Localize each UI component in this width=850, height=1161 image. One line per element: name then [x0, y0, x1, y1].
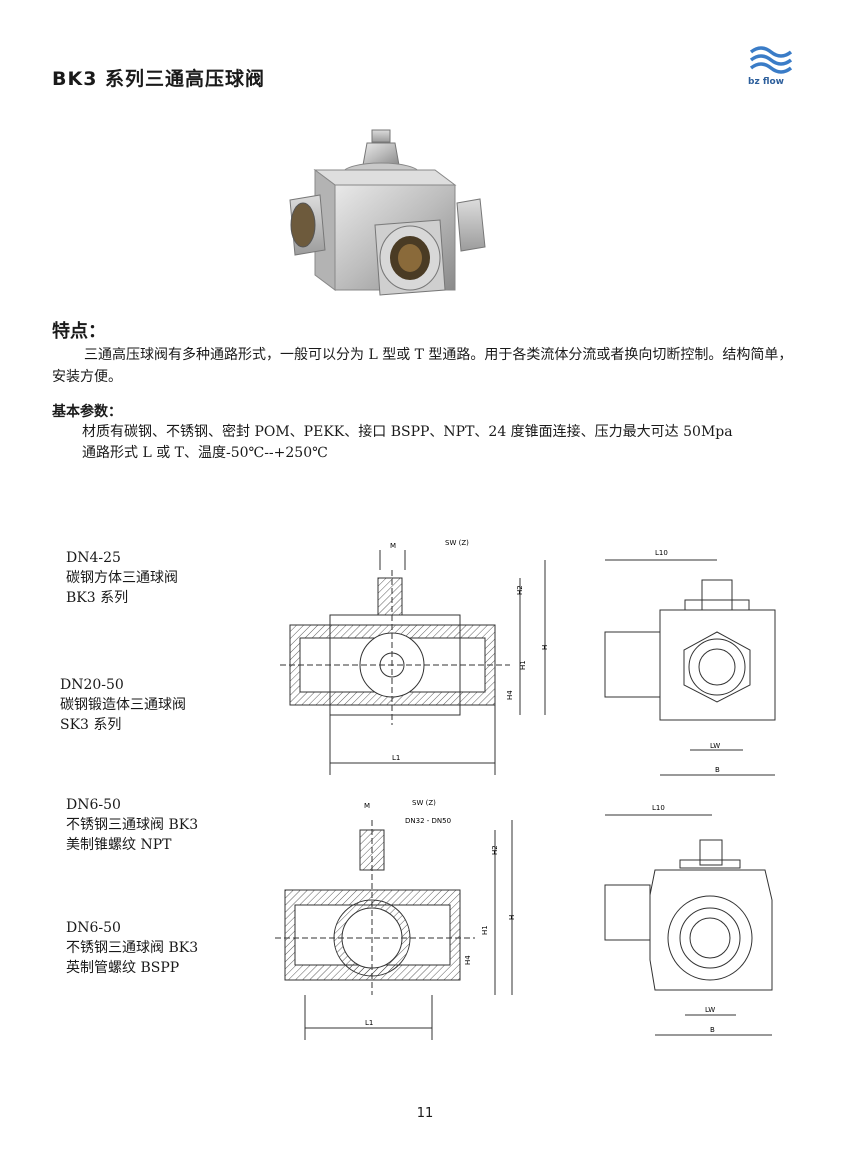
dim-l10: L10	[655, 549, 668, 557]
dim-h-2: H	[508, 915, 516, 920]
model-label: DN6-50 不锈钢三通球阀 BK3 英制管螺纹 BSPP	[66, 918, 198, 978]
technical-drawings: M SW (Z) H2 H H1 H4 L1 L10 LW B M SW (Z)…	[275, 539, 776, 1040]
dim-b: B	[715, 766, 720, 774]
dim-h4: H4	[506, 690, 514, 700]
dim-m: M	[390, 542, 396, 550]
dim-h4-2: H4	[464, 955, 472, 965]
label-line: 英制管螺纹 BSPP	[66, 960, 180, 976]
label-line: 不锈钢三通球阀 BK3	[66, 817, 199, 833]
page-title: BK3 系列三通高压球阀	[52, 68, 266, 90]
dim-l1-2: L1	[365, 1019, 373, 1027]
dim-sw-2: SW (Z)	[412, 799, 436, 807]
section-drawing-bottom	[275, 820, 513, 1040]
dim-h1: H1	[519, 660, 527, 670]
valve-photo	[289, 129, 486, 296]
label-line: BK3 系列	[66, 590, 129, 606]
param-line: 通路形式 L 或 T、温度-50℃--+250℃	[82, 445, 328, 461]
dim-h: H	[541, 645, 549, 650]
label-line: DN6-50	[66, 920, 121, 936]
side-view-top	[604, 559, 776, 776]
dim-dn-range: DN32 - DN50	[405, 817, 451, 825]
section-drawing-top	[280, 550, 546, 775]
params-heading: 基本参数：	[52, 404, 122, 420]
dim-b-2: B	[710, 1026, 715, 1034]
dim-h1-2: H1	[481, 925, 489, 935]
label-line: DN20-50	[60, 677, 124, 693]
label-line: DN6-50	[66, 797, 121, 813]
dim-l10-2: L10	[652, 804, 665, 812]
label-line: 不锈钢三通球阀 BK3	[66, 940, 199, 956]
dim-m-2: M	[364, 802, 370, 810]
wave-logo-icon: bz flow	[748, 46, 793, 87]
label-line: SK3 系列	[60, 717, 122, 733]
label-line: DN4-25	[66, 550, 121, 566]
param-line: 材质有碳钢、不锈钢、密封 POM、PEKK、接口 BSPP、NPT、24 度锥面…	[82, 424, 733, 440]
dim-l1: L1	[392, 754, 400, 762]
side-view-bottom	[604, 814, 773, 1036]
dim-h2: H2	[516, 585, 524, 595]
label-line: 碳钢方体三通球阀	[66, 570, 178, 586]
dim-h2-2: H2	[491, 845, 499, 855]
label-line: 美制锥螺纹 NPT	[66, 837, 172, 853]
logo-text: bz flow	[748, 77, 784, 87]
dim-lw-2: LW	[705, 1006, 715, 1014]
dim-lw: LW	[710, 742, 720, 750]
label-line: 碳钢锻造体三通球阀	[60, 697, 186, 713]
model-label: DN4-25 碳钢方体三通球阀 BK3 系列	[66, 548, 178, 608]
page-number: 11	[416, 1106, 434, 1121]
features-text: 三通高压球阀有多种通路形式，一般可以分为 L 型或 T 型通路。用于各类流体分流…	[52, 347, 793, 385]
dim-sw: SW (Z)	[445, 539, 469, 547]
model-label: DN20-50 碳钢锻造体三通球阀 SK3 系列	[60, 675, 186, 735]
features-heading: 特点：	[52, 321, 106, 342]
model-label: DN6-50 不锈钢三通球阀 BK3 美制锥螺纹 NPT	[66, 795, 198, 855]
